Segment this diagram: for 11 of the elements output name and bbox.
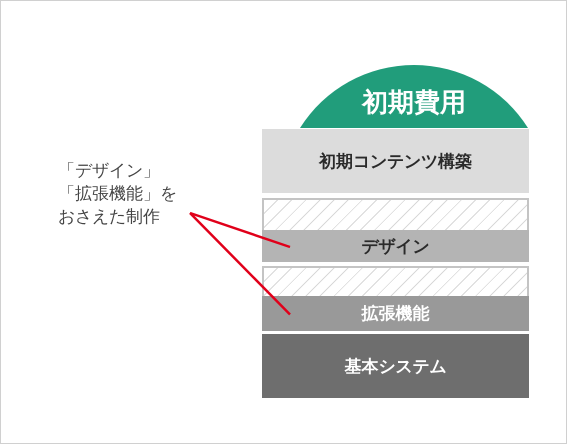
- callout-text: 「デザイン」「拡張機能」をおさえた制作: [58, 160, 182, 230]
- layer-block: [262, 266, 529, 331]
- layer-block: [262, 198, 529, 262]
- layer-label: デザイン: [362, 236, 430, 258]
- dome-label: 初期費用: [362, 87, 466, 120]
- leader-line: [190, 212, 290, 248]
- dome-shape: [300, 65, 528, 128]
- layer-box: 基本システム: [262, 334, 529, 398]
- leader-line: [189, 212, 291, 316]
- layer-box: 初期コンテンツ構築: [262, 129, 529, 193]
- layer-label: 拡張機能: [362, 303, 430, 325]
